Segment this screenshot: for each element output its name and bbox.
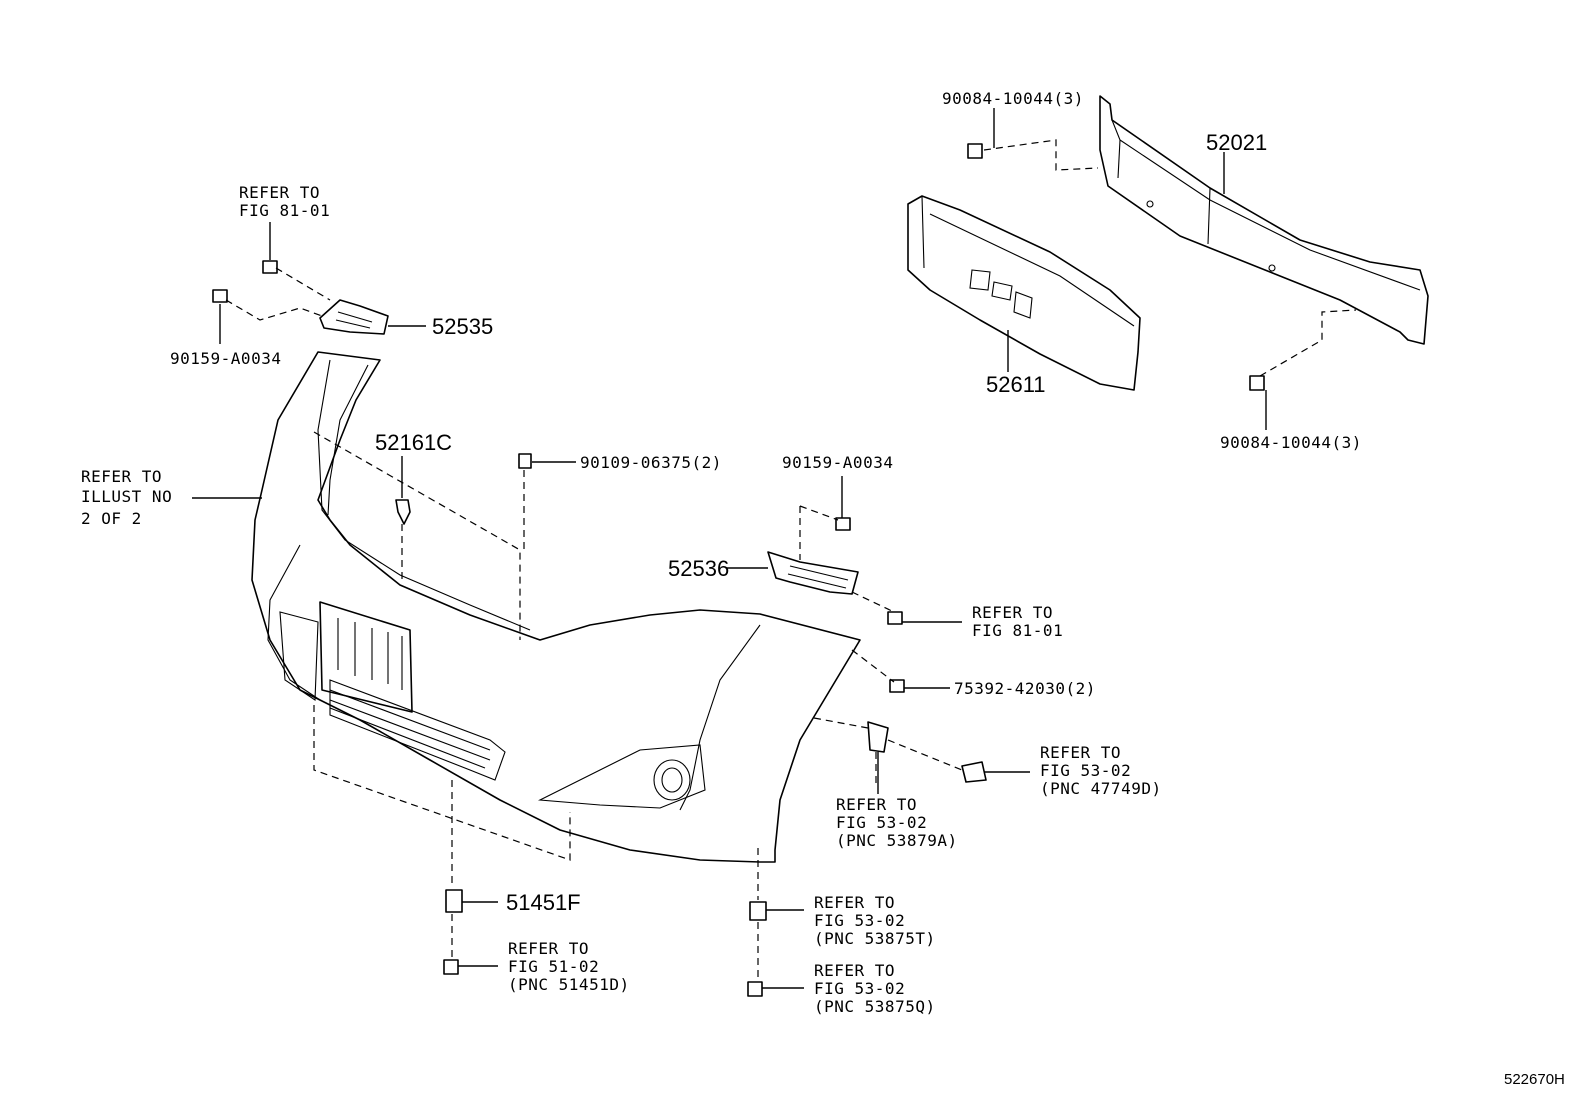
- svg-text:FIG 53-02: FIG 53-02: [836, 813, 927, 832]
- label-90084-top: 90084-10044(3): [942, 89, 1084, 108]
- screw-icon: [889, 679, 905, 693]
- label-refer-81-01-right: REFER TO FIG 81-01: [972, 603, 1063, 640]
- label-refer-53879a: REFER TO FIG 53-02 (PNC 53879A): [836, 795, 958, 850]
- svg-text:(PNC 53875T): (PNC 53875T): [814, 929, 936, 948]
- label-52021: 52021: [1206, 130, 1267, 155]
- svg-text:(PNC 53879A): (PNC 53879A): [836, 831, 958, 850]
- label-refer-51451d: REFER TO FIG 51-02 (PNC 51451D): [508, 939, 630, 994]
- svg-text:FIG 53-02: FIG 53-02: [1040, 761, 1131, 780]
- figure-id: 522670H: [1504, 1071, 1565, 1088]
- bumper-cover: [251, 351, 861, 863]
- svg-text:(PNC 47749D): (PNC 47749D): [1040, 779, 1162, 798]
- retainer-icon: [867, 721, 889, 753]
- rivet-icon: [961, 761, 987, 783]
- label-90084-bottom: 90084-10044(3): [1220, 433, 1362, 452]
- label-refer-illust: REFER TO ILLUST NO 2 OF 2: [81, 467, 172, 528]
- svg-text:FIG 53-02: FIG 53-02: [814, 911, 905, 930]
- label-refer-81-01-top: REFER TO FIG 81-01: [239, 183, 330, 220]
- svg-text:REFER TO: REFER TO: [836, 795, 917, 814]
- clip-icon: [445, 889, 463, 913]
- svg-text:ILLUST NO: ILLUST NO: [81, 487, 172, 506]
- absorber-52611: [907, 195, 1141, 391]
- bracket-52535: [319, 299, 389, 335]
- label-90159-right: 90159-A0034: [782, 453, 893, 472]
- svg-text:REFER TO: REFER TO: [972, 603, 1053, 622]
- label-51451f: 51451F: [506, 890, 581, 915]
- fasteners: [395, 453, 987, 997]
- label-75392: 75392-42030(2): [954, 679, 1096, 698]
- leader-lines: [192, 108, 1267, 989]
- label-52535: 52535: [432, 314, 493, 339]
- screw-icon: [747, 981, 763, 997]
- label-refer-53875t: REFER TO FIG 53-02 (PNC 53875T): [814, 893, 936, 948]
- label-90159-left: 90159-A0034: [170, 349, 281, 368]
- bolt-icon: [835, 517, 851, 531]
- label-90109: 90109-06375(2): [580, 453, 722, 472]
- leader-dashes: [225, 139, 1357, 980]
- bracket-52536: [767, 517, 905, 693]
- clip-icon: [749, 901, 767, 921]
- label-52611: 52611: [986, 372, 1046, 397]
- label-refer-53875q: REFER TO FIG 53-02 (PNC 53875Q): [814, 961, 936, 1016]
- svg-text:(PNC 51451D): (PNC 51451D): [508, 975, 630, 994]
- svg-text:REFER TO: REFER TO: [1040, 743, 1121, 762]
- svg-text:FIG 53-02: FIG 53-02: [814, 979, 905, 998]
- reinforcement-52021: [1099, 95, 1429, 345]
- clip-icon: [395, 499, 411, 525]
- screw-icon: [443, 959, 459, 975]
- label-52536: 52536: [668, 556, 729, 581]
- bolt-icon: [967, 143, 1265, 391]
- svg-text:REFER TO: REFER TO: [814, 961, 895, 980]
- svg-text:FIG 81-01: FIG 81-01: [239, 201, 330, 220]
- svg-text:2 OF 2: 2 OF 2: [81, 509, 142, 528]
- bolt-icon: [887, 611, 903, 625]
- svg-text:REFER TO: REFER TO: [508, 939, 589, 958]
- svg-text:REFER TO: REFER TO: [81, 467, 162, 486]
- svg-text:FIG 81-01: FIG 81-01: [972, 621, 1063, 640]
- svg-text:(PNC 53875Q): (PNC 53875Q): [814, 997, 936, 1016]
- bolt-icon: [518, 453, 532, 469]
- svg-text:REFER TO: REFER TO: [239, 183, 320, 202]
- svg-text:FIG 51-02: FIG 51-02: [508, 957, 599, 976]
- svg-text:REFER TO: REFER TO: [814, 893, 895, 912]
- bolt-icon: [212, 260, 278, 303]
- label-52161c: 52161C: [375, 430, 452, 455]
- label-refer-47749d: REFER TO FIG 53-02 (PNC 47749D): [1040, 743, 1162, 798]
